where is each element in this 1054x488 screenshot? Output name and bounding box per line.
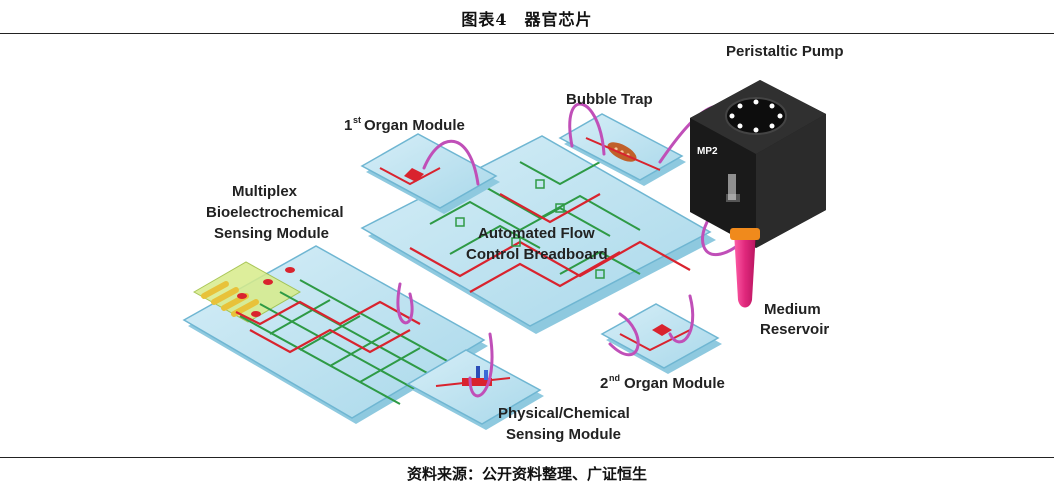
label-medium-line2: Reservoir — [760, 321, 829, 338]
organ-1-text: Organ Module — [364, 117, 465, 134]
organ-module-1-chip — [360, 133, 500, 214]
organ-module-2-chip — [600, 303, 722, 374]
physical-chemical-chip — [406, 349, 544, 430]
medium-reservoir — [730, 228, 760, 308]
label-medium-line1: Medium — [764, 301, 821, 318]
breadboard-red-channels — [409, 193, 691, 293]
label-multiplex-line3: Sensing Module — [214, 225, 329, 242]
organ-2-prefix: 2 — [600, 375, 608, 392]
organ-2-chamber — [652, 324, 672, 336]
label-organ-module-2: 2 nd Organ Module — [600, 373, 725, 392]
top-rule — [0, 33, 1054, 34]
multiplex-green-channels — [239, 279, 461, 405]
label-physical-line1: Physical/Chemical — [498, 405, 630, 422]
label-multiplex-line2: Bioelectrochemical — [206, 204, 344, 221]
organ-2-superscript: nd — [609, 373, 620, 383]
organ-1-chamber — [404, 168, 424, 182]
source-note: 资料来源：公开资料整理、广证恒生 — [406, 465, 647, 483]
sensor-array — [462, 378, 492, 386]
label-multiplex-line1: Multiplex — [232, 183, 298, 200]
figure-title: 图表4 器官芯片 — [461, 10, 593, 29]
reservoir-cap — [730, 228, 760, 240]
organ-on-chip-diagram: MP2 Peristaltic Pump Bubble Trap 1 st Or… — [182, 43, 844, 443]
breadboard-chip — [360, 135, 716, 334]
bottom-rule — [0, 457, 1054, 458]
peristaltic-pump: MP2 — [690, 80, 826, 248]
label-peristaltic-pump: Peristaltic Pump — [726, 43, 844, 60]
label-organ-module-1: 1 st Organ Module — [344, 115, 465, 134]
organ-2-text: Organ Module — [624, 375, 725, 392]
multiplex-red-channels — [235, 300, 421, 354]
breadboard-green-channels — [429, 161, 641, 275]
breadboard-valves — [455, 179, 605, 279]
label-physical-line2: Sensing Module — [506, 426, 621, 443]
label-bubble-trap: Bubble Trap — [566, 91, 653, 108]
organ-1-prefix: 1 — [344, 117, 352, 134]
label-breadboard-line2: Control Breadboard — [466, 246, 608, 263]
label-breadboard-line1: Automated Flow — [478, 225, 595, 242]
sensor-spots — [237, 267, 295, 317]
pump-brand-label: MP2 — [697, 146, 718, 157]
organ-1-superscript: st — [353, 115, 361, 125]
bubble-trap-chip — [558, 113, 686, 186]
